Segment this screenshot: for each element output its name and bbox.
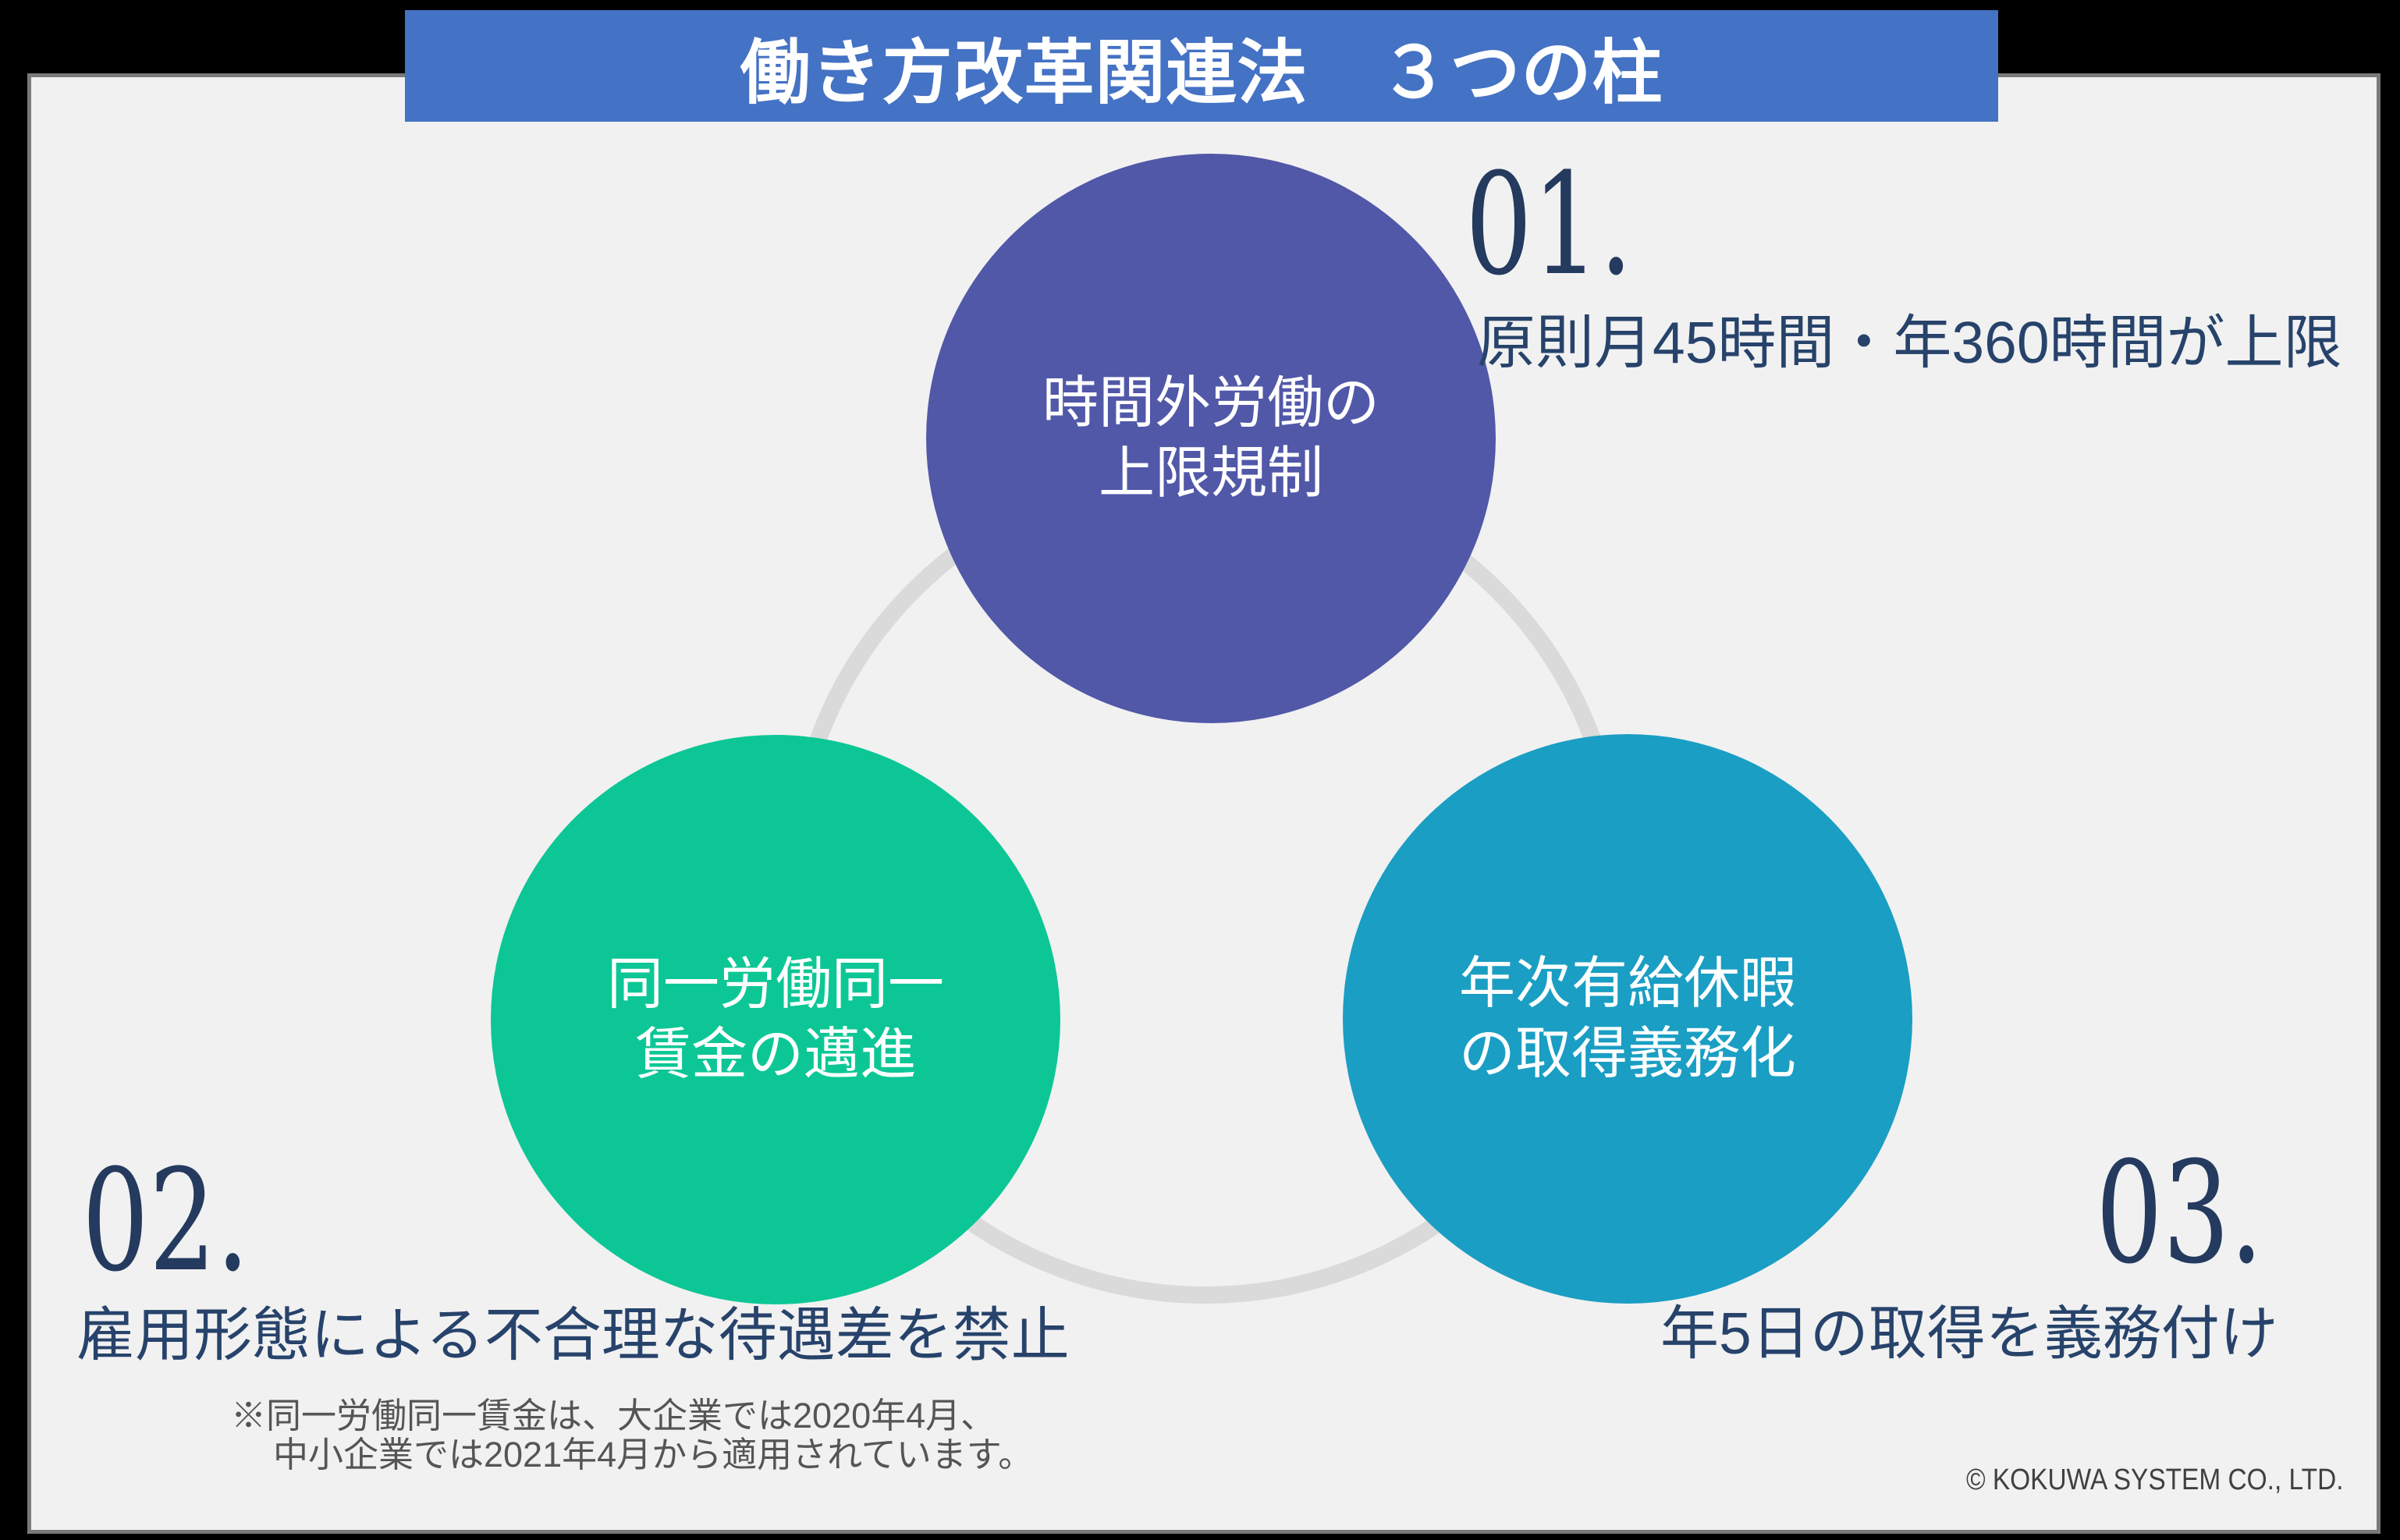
title-banner: 働き方改革関連法 ３つの柱 <box>405 10 1998 122</box>
footnote-line1: ※同一労働同一賃金は、大企業では2020年4月、 <box>231 1396 996 1435</box>
copyright-text: © KOKUWA SYSTEM CO., LTD. <box>1966 1464 2344 1496</box>
pillar-description-03: 年5日の取得を義務付け <box>1660 1300 2278 1366</box>
pillar-description-01: 原則月45時間・年360時間が上限 <box>1477 310 2342 375</box>
page-title: 働き方改革関連法 ３つの柱 <box>740 34 1663 112</box>
circle-label-line2: 上限規制 <box>1098 442 1323 505</box>
pillar-circle-paid-leave: 年次有給休暇 の取得義務化 <box>1343 734 1912 1304</box>
pillar-circle-overtime: 時間外労働の 上限規制 <box>926 154 1496 723</box>
circle-label-line1: 時間外労働の <box>1042 372 1379 435</box>
pillar-circle-equal-pay-label: 同一労働同一 賃金の邁進 <box>607 949 944 1090</box>
pillar-circle-equal-pay: 同一労働同一 賃金の邁進 <box>491 735 1060 1304</box>
pillar-number-01: 01. <box>1465 144 1633 307</box>
pillar-circle-overtime-label: 時間外労働の 上限規制 <box>1042 368 1379 509</box>
circle-label-line1: 同一労働同一 <box>606 953 944 1016</box>
circle-label-line1: 年次有給休暇 <box>1458 953 1796 1015</box>
circle-label-line2: 賃金の邁進 <box>634 1024 916 1086</box>
circle-label-line2: の取得義務化 <box>1458 1023 1796 1085</box>
pillar-circle-paid-leave-label: 年次有給休暇 の取得義務化 <box>1459 949 1796 1089</box>
footnote: ※同一労働同一賃金は、大企業では2020年4月、 中小企業では2021年4月から… <box>231 1396 1033 1474</box>
footnote-line2: 中小企業では2021年4月から適用されています。 <box>273 1434 1034 1474</box>
pillar-description-02: 雇用形態による不合理な待遇差を禁止 <box>76 1302 1070 1368</box>
pillar-number-02: 02. <box>82 1140 250 1303</box>
pillar-number-03: 03. <box>2096 1132 2263 1295</box>
